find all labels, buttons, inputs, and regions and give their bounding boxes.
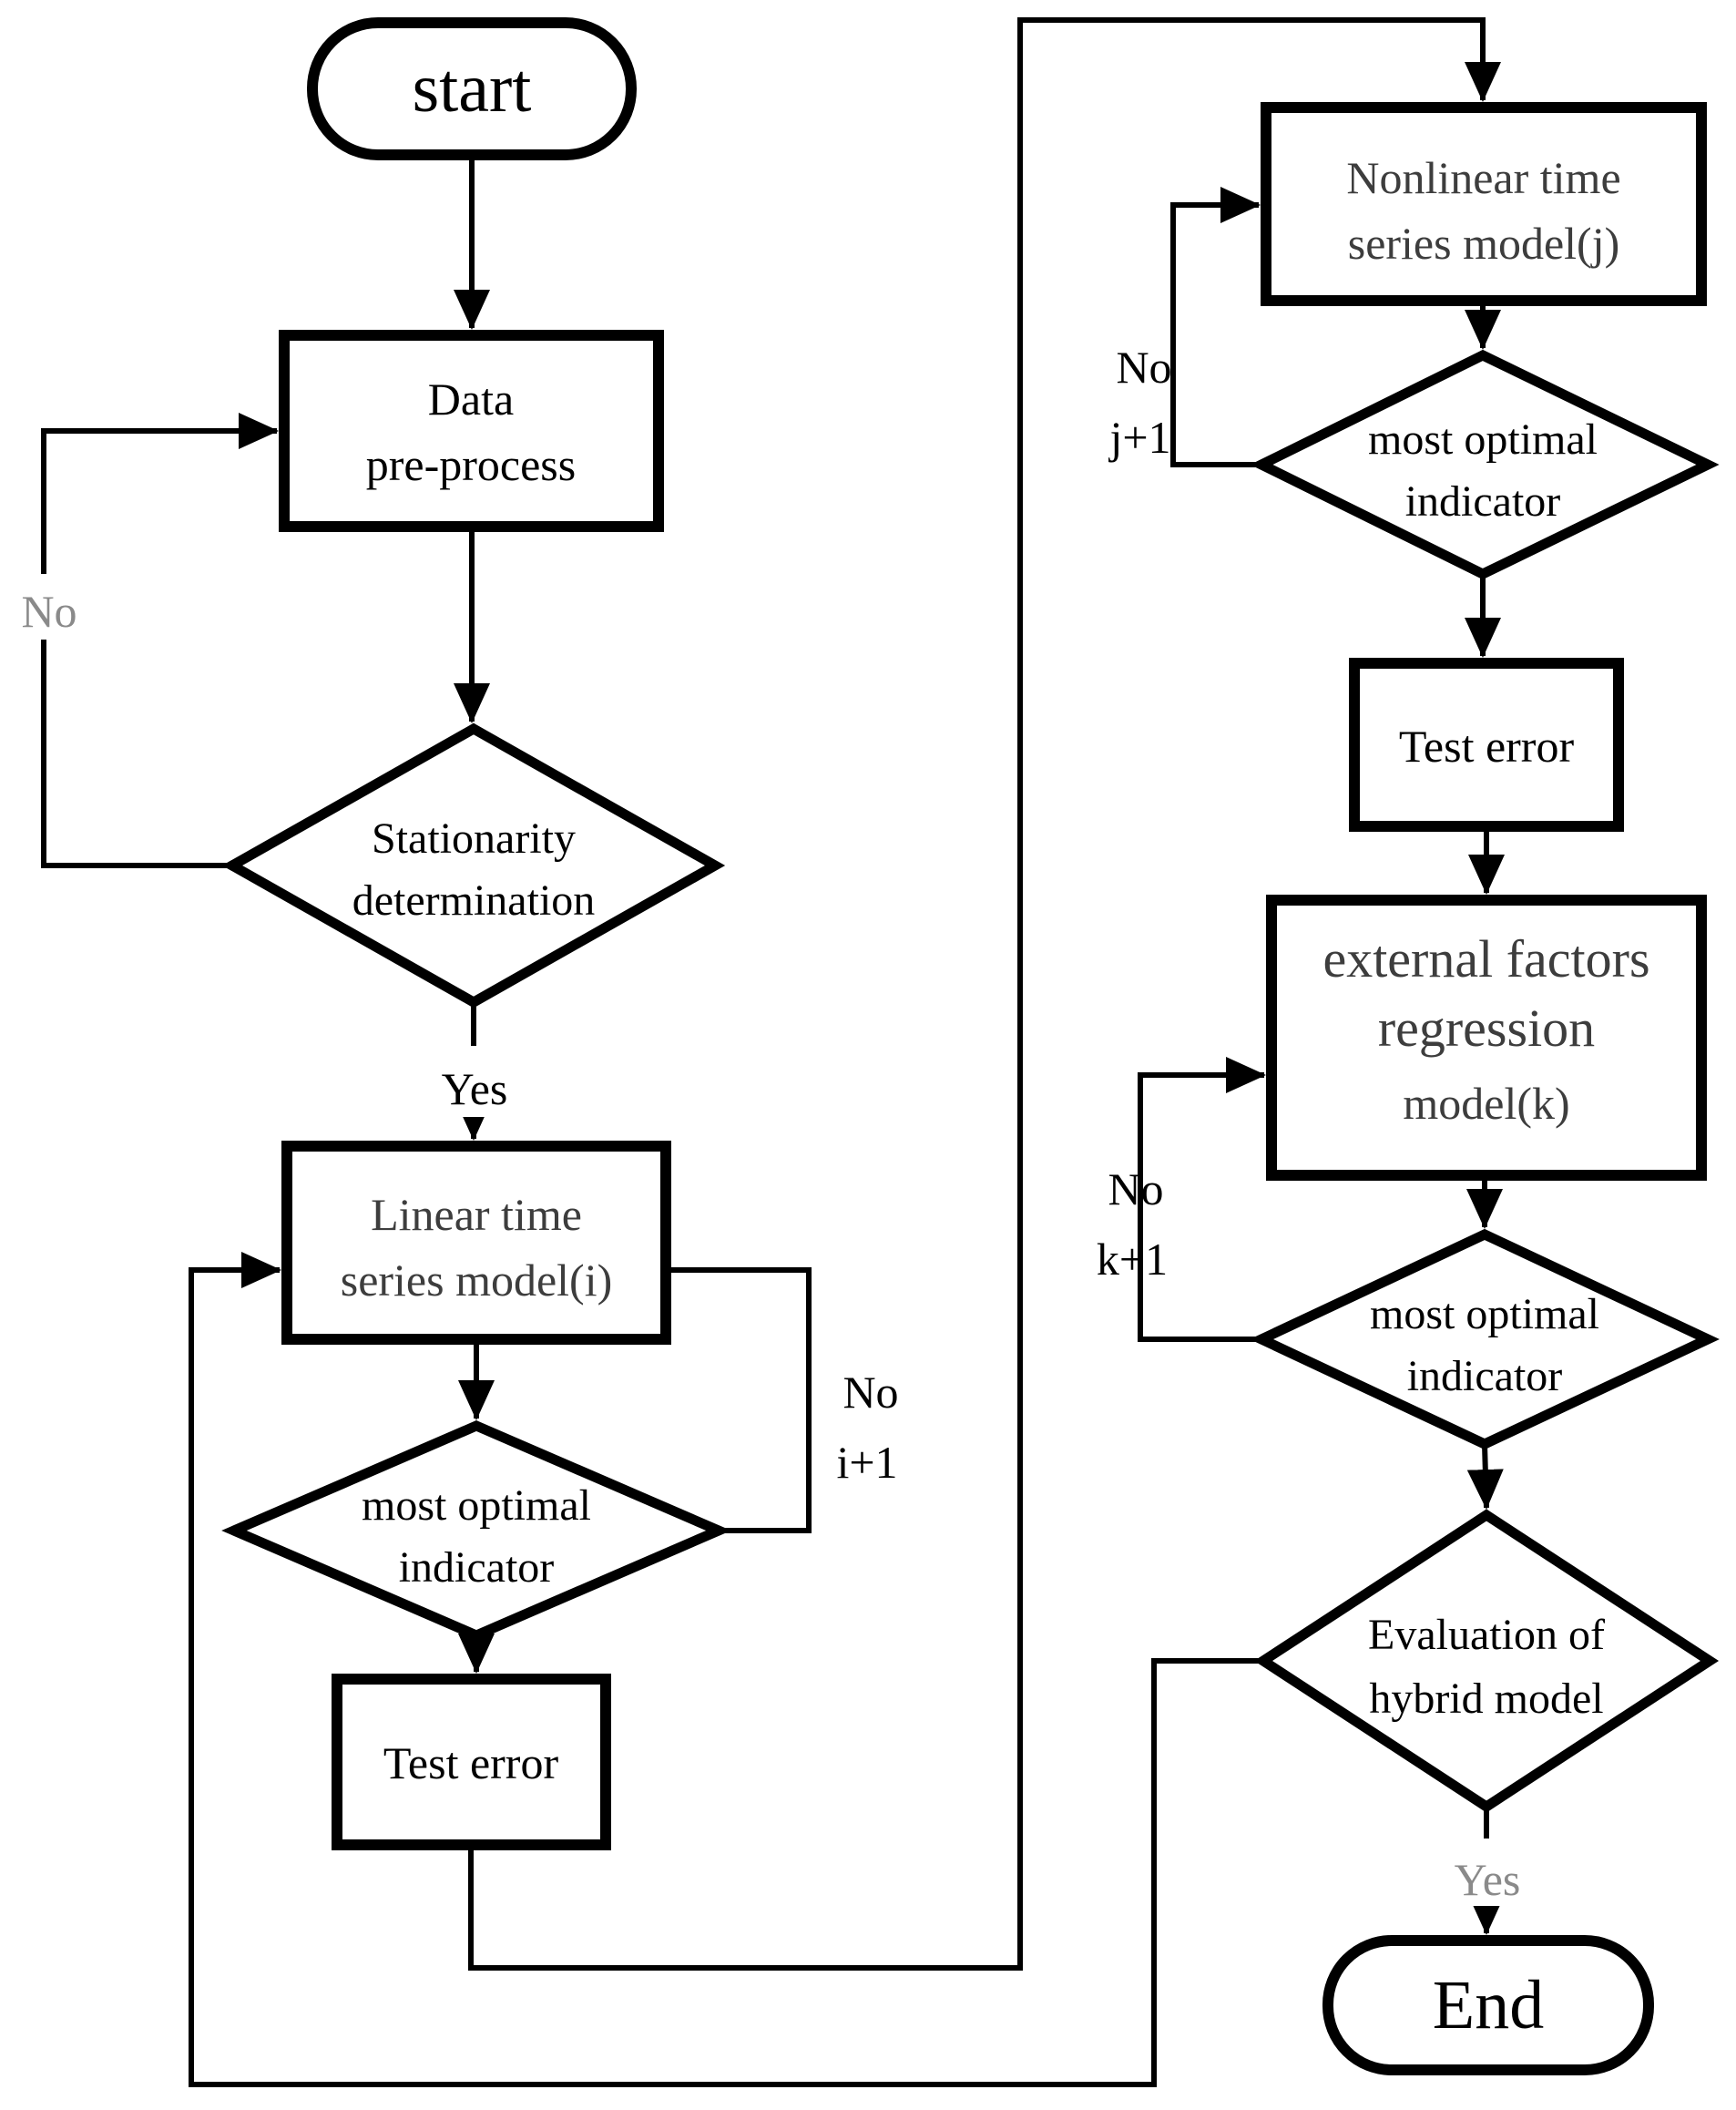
node-data-preprocess — [279, 330, 664, 532]
node-stationarity-diamond — [221, 722, 726, 1009]
edge-label-stationarity-no: No — [21, 586, 77, 637]
edge-label-linear-increment: i+1 — [836, 1437, 897, 1488]
node-test-error-nonlinear — [1349, 658, 1624, 832]
node-evaluation-label-line1: Evaluation of — [1368, 1611, 1605, 1659]
node-optimal-nonlinear-label-line2: indicator — [1405, 477, 1561, 526]
node-optimal-nonlinear-label-line1: most optimal — [1368, 415, 1598, 464]
edge-external-no-loop — [1138, 1057, 1266, 1342]
edge-label-external-no: No — [1108, 1163, 1163, 1214]
node-nonlinear-model-label-line1: Nonlinear time — [1346, 152, 1620, 203]
node-test-error-linear — [332, 1674, 611, 1850]
node-external-regression-label-line2: regression — [1378, 999, 1595, 1058]
node-stationarity-label-line1: Stationarity — [372, 814, 576, 863]
edge-evaluation-no-return — [189, 1252, 1263, 2087]
node-linear-model — [281, 1141, 671, 1345]
edge-label-nonlinear-no: No — [1116, 342, 1171, 393]
node-linear-model-label-line2: series model(i) — [341, 1255, 613, 1306]
edge-label-nonlinear-increment: j+1 — [1108, 412, 1170, 463]
label-bg — [415, 1046, 534, 1117]
node-start — [307, 17, 637, 160]
edge-optimal-to-evaluation — [1466, 1443, 1504, 1510]
edge-nonlinear-no-loop — [1170, 187, 1261, 467]
node-evaluation-diamond — [1253, 1509, 1720, 1813]
node-test-error-linear-label: Test error — [383, 1737, 559, 1788]
edge-label-linear-no: No — [842, 1367, 898, 1418]
label-bg — [1426, 1839, 1548, 1906]
edge-testerror-to-nonlinear — [468, 17, 1501, 1971]
node-optimal-external-diamond — [1250, 1228, 1720, 1450]
node-optimal-external-label-line1: most optimal — [1370, 1290, 1599, 1338]
node-nonlinear-model — [1261, 102, 1707, 306]
node-optimal-linear-label-line1: most optimal — [362, 1481, 591, 1530]
node-data-preprocess-label-line1: Data — [428, 374, 514, 425]
node-optimal-external-label-line2: indicator — [1407, 1352, 1563, 1400]
node-evaluation-label-line2: hybrid model — [1369, 1675, 1603, 1723]
node-linear-model-label-line1: Linear time — [371, 1189, 582, 1240]
node-start-label: start — [413, 50, 532, 127]
edge-stationarity-no-loop — [41, 413, 279, 868]
node-external-regression — [1266, 895, 1707, 1181]
node-optimal-linear-label-line2: indicator — [399, 1543, 555, 1592]
node-stationarity-label-line2: determination — [352, 876, 596, 925]
edge-label-stationarity-yes: Yes — [442, 1063, 508, 1114]
edge-linear-no-loop — [666, 1267, 812, 1533]
edge-label-external-increment: k+1 — [1097, 1234, 1168, 1285]
node-external-regression-label-line1: external factors — [1322, 929, 1649, 988]
node-external-regression-label-line3: model(k) — [1403, 1078, 1569, 1129]
node-end — [1322, 1935, 1654, 2075]
node-test-error-nonlinear-label: Test error — [1399, 721, 1575, 772]
node-optimal-linear-diamond — [221, 1420, 731, 1641]
node-optimal-nonlinear-diamond — [1250, 349, 1720, 580]
edge-label-evaluation-yes: Yes — [1455, 1854, 1521, 1905]
node-end-label: End — [1433, 1967, 1544, 2043]
label-bg — [7, 574, 95, 640]
node-data-preprocess-label-line2: pre-process — [366, 439, 576, 490]
node-nonlinear-model-label-line2: series model(j) — [1348, 218, 1620, 269]
